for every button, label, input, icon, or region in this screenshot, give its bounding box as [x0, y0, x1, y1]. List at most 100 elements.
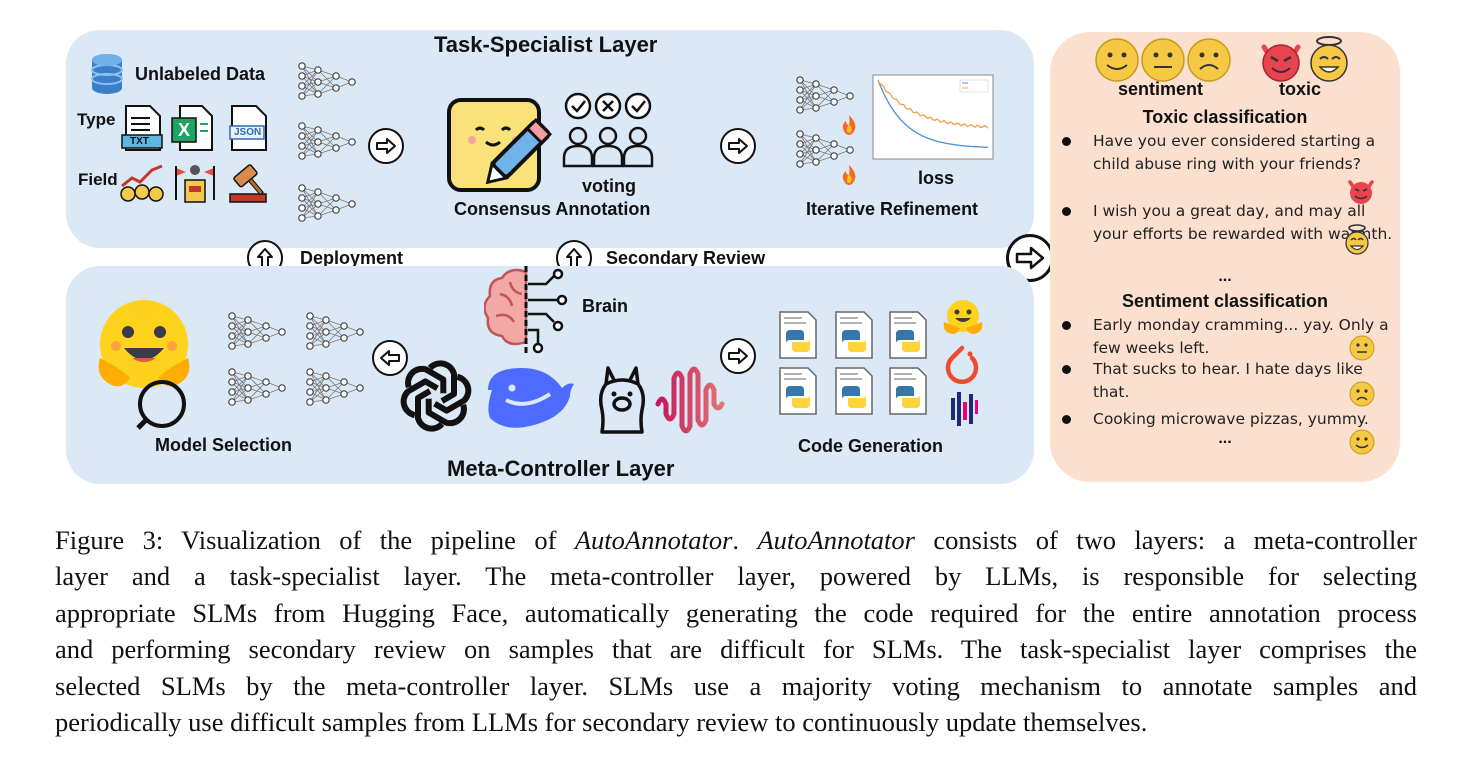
list-item: Cooking microwave pizzas, yummy.	[1062, 408, 1392, 432]
openai-logo	[400, 360, 472, 432]
loss-curve-plot	[872, 74, 994, 160]
neural-net-icon	[796, 76, 854, 114]
meta-layer-title: Meta-Controller Layer	[447, 456, 675, 481]
loss-label: loss	[918, 168, 955, 188]
examples-panel: sentiment toxic Toxic classification Hav…	[1050, 32, 1400, 482]
model-selection-label: Model Selection	[155, 435, 293, 455]
figure-caption: Figure 3: Visualization of the pipeline …	[55, 522, 1417, 740]
python-code-file-icon	[835, 367, 873, 415]
example-text: I wish you a great day, and may all your…	[1093, 202, 1393, 243]
list-item: That sucks to hear. I hate days like tha…	[1062, 358, 1392, 404]
caption-line: appropriate SLMs from Hugging Face, auto…	[55, 597, 1417, 628]
list-item: Early monday cramming... yay. Only a few…	[1062, 314, 1392, 360]
devil-icon	[1261, 44, 1301, 82]
annotation-notepad-icon	[447, 98, 553, 192]
arrow-right-icon	[720, 128, 756, 164]
python-code-file-icon	[779, 367, 817, 415]
pipeline-figure: Task-Specialist Layer Unlabeled Data Typ…	[66, 30, 1400, 484]
task-layer-title: Task-Specialist Layer	[434, 32, 658, 57]
code-generation-label: Code Generation	[798, 436, 944, 456]
caption-line: Figure 3: Visualization of the pipeline …	[55, 522, 1417, 558]
database-icon	[91, 54, 123, 94]
type-label: Type	[77, 110, 116, 129]
example-text: Early monday cramming... yay. Only a few…	[1093, 316, 1389, 357]
iterative-refinement-label: Iterative Refinement	[806, 199, 979, 219]
example-text: That sucks to hear. I hate days like tha…	[1093, 360, 1363, 401]
secondary-review-label: Secondary Review	[606, 248, 766, 268]
txt-file-icon: TXT	[120, 104, 164, 152]
arrow-left-icon	[372, 340, 408, 376]
voting-label: voting	[582, 176, 636, 196]
bullet	[1062, 321, 1071, 330]
bullet	[1062, 207, 1071, 216]
meta-controller-panel	[66, 266, 1034, 484]
voting-icon	[562, 92, 654, 168]
angel-icon	[1345, 224, 1369, 255]
bullet	[1062, 365, 1071, 374]
sklearn-logo	[951, 392, 978, 426]
sad-face-icon	[1187, 38, 1231, 82]
pytorch-logo	[945, 345, 979, 385]
toxic-classification-title: Toxic classification	[1142, 107, 1308, 127]
json-file-icon: JSON	[226, 104, 270, 152]
neural-net-icon	[298, 62, 356, 100]
caption-separator: .	[732, 525, 758, 555]
neural-net-icon	[298, 122, 356, 160]
neural-net-icon	[796, 130, 854, 168]
sad-face-icon	[1349, 381, 1375, 407]
neutral-face-icon	[1349, 335, 1375, 361]
happy-face-icon	[1095, 38, 1139, 82]
neural-net-icon	[228, 312, 286, 350]
legend-toxic-label: toxic	[1279, 79, 1322, 99]
llama-logo	[598, 366, 646, 434]
excel-file-icon: X	[170, 104, 214, 152]
python-code-file-icon	[779, 311, 817, 359]
bullet	[1062, 415, 1071, 424]
python-code-file-icon	[889, 367, 927, 415]
neural-net-icon	[306, 312, 364, 350]
example-text: Cooking microwave pizzas, yummy.	[1093, 410, 1369, 428]
huggingface-search-icon	[98, 300, 190, 430]
ellipsis: ...	[1218, 430, 1232, 447]
caption-line: selected SLMs by the meta-controller lay…	[55, 670, 1417, 701]
caption-text: consists of two layers: a meta-controlle…	[914, 525, 1417, 555]
finance-icon	[120, 164, 164, 202]
neutral-face-icon	[1141, 38, 1185, 82]
happy-face-icon	[1349, 429, 1375, 455]
txt-file-text: TXT	[130, 136, 149, 147]
python-code-file-icon	[835, 311, 873, 359]
caption-line: and performing secondary review on sampl…	[55, 634, 1417, 665]
huggingface-logo	[943, 300, 983, 334]
caption-label: Figure 3: Visualization of the pipeline …	[55, 525, 575, 555]
devil-icon	[1348, 180, 1374, 204]
caption-method-name: AutoAnnotator	[574, 525, 733, 555]
qwen-logo	[655, 366, 725, 434]
field-label: Field	[78, 170, 118, 189]
python-code-file-icon	[889, 311, 927, 359]
bullet	[1062, 137, 1071, 146]
neural-net-icon	[306, 368, 364, 406]
legend-sentiment-label: sentiment	[1118, 79, 1204, 99]
neural-net-icon	[298, 184, 356, 222]
law-icon	[229, 164, 267, 203]
deployment-label: Deployment	[300, 248, 404, 268]
caption-method-name: AutoAnnotator	[757, 525, 915, 555]
brain-icon	[484, 266, 568, 356]
example-text: Have you ever considered starting a chil…	[1093, 132, 1376, 173]
consensus-annotation-label: Consensus Annotation	[454, 199, 651, 219]
caption-line: layer and a task-specialist layer. The m…	[55, 561, 1417, 592]
politics-icon	[175, 165, 215, 203]
flame-icon	[842, 115, 856, 135]
list-item: I wish you a great day, and may all your…	[1062, 200, 1392, 270]
flame-icon	[842, 165, 856, 185]
excel-file-text: X	[178, 120, 191, 140]
arrow-right-icon	[720, 338, 756, 374]
sentiment-classification-title: Sentiment classification	[1121, 291, 1329, 311]
ellipsis: ...	[1218, 268, 1232, 285]
arrow-right-icon	[368, 128, 404, 164]
list-item: Have you ever considered starting a chil…	[1062, 130, 1392, 178]
brain-label: Brain	[582, 296, 629, 316]
deepseek-logo	[488, 368, 574, 428]
caption-line: periodically use difficult samples from …	[55, 706, 1148, 737]
json-file-text: JSON	[234, 127, 262, 138]
